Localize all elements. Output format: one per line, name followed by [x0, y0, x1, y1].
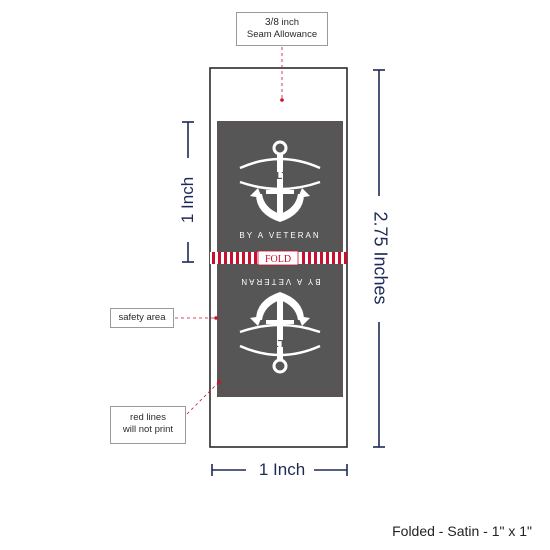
redlines-leader-dot — [217, 380, 221, 384]
fold-band — [210, 250, 347, 266]
redlines-leader — [186, 382, 219, 415]
seam-label: Seam Allowance — [246, 29, 318, 40]
anchor-icon — [239, 140, 321, 222]
seam-unit: inch — [281, 17, 299, 28]
red-lines-callout: red lines will not print — [110, 406, 186, 444]
product-caption: Folded - Satin - 1" x 1" — [392, 523, 532, 539]
full-height-dimension-label: 2.75 Inches — [370, 211, 391, 305]
quilted-text-bottom: QUILTED — [258, 337, 301, 348]
safety-label: safety area — [118, 312, 166, 323]
seam-fraction: 3/8 — [265, 17, 279, 28]
red-lines-label-2: will not print — [122, 424, 174, 435]
seam-leader-dot — [280, 98, 284, 102]
dimension-width — [211, 464, 348, 476]
red-lines-label-1: red lines — [130, 412, 166, 423]
veteran-text-top: BY A VETERAN — [239, 231, 320, 240]
fold-label: FOLD — [265, 254, 291, 265]
width-dimension-label: 1 Inch — [258, 460, 306, 479]
dimension-half-height — [182, 121, 194, 263]
safety-leader-dot — [214, 316, 218, 320]
seam-allowance-callout: 3/8 inch Seam Allowance — [236, 12, 328, 46]
safety-area-callout: safety area — [110, 308, 174, 328]
dimension-full-height — [373, 69, 385, 448]
veteran-text-bottom: BY A VETERAN — [239, 277, 320, 286]
half-height-dimension-label: 1 Inch — [178, 176, 197, 224]
anchor-icon — [239, 292, 321, 374]
quilted-text-top: QUILTED — [258, 171, 301, 182]
